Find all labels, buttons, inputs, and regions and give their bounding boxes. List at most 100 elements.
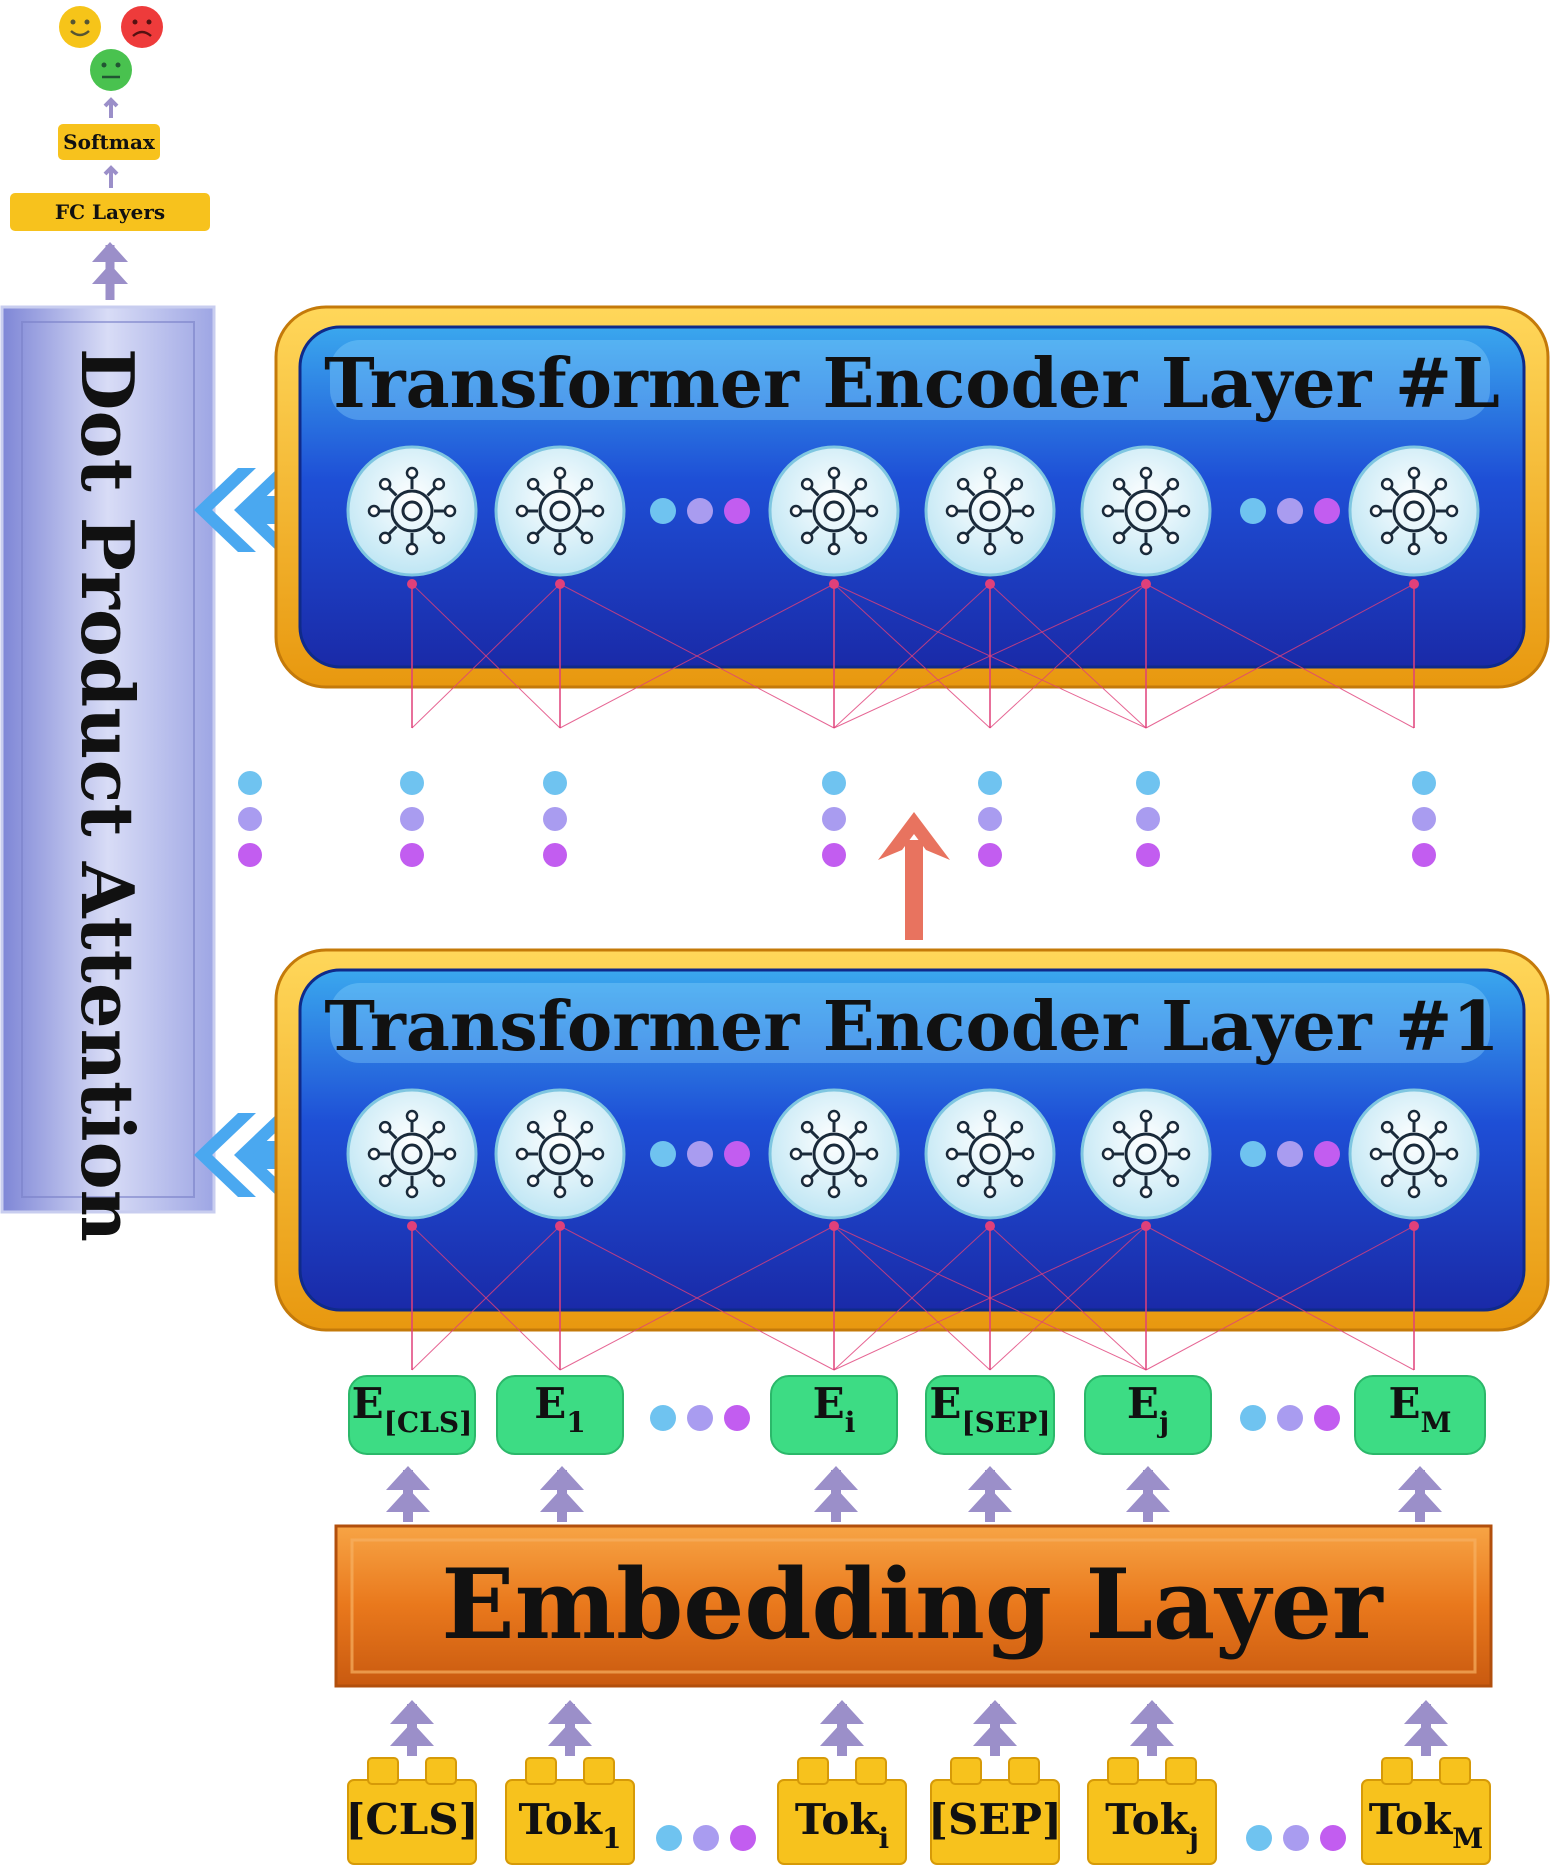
vertical-ellipsis: [1412, 771, 1436, 867]
token-ellipsis-dots: [1246, 1825, 1346, 1851]
neural-node-icon: [346, 1088, 478, 1220]
neural-node-icon: [1348, 1088, 1480, 1220]
embedding-label: E1: [534, 1379, 586, 1439]
connection-line: [989, 1225, 1147, 1371]
embedding-box: E[SEP]: [925, 1375, 1055, 1455]
layer-ellipsis-dots: [238, 771, 1436, 867]
embedding-label: E[SEP]: [929, 1379, 1050, 1439]
vertical-ellipsis: [400, 771, 424, 867]
ellipsis-dot: [656, 1825, 682, 1851]
attention-connections-top: [407, 579, 1419, 729]
neural-node-icon: [346, 445, 478, 577]
token-box: [CLS]: [345, 1757, 479, 1865]
arrow-up-icon: [1398, 1466, 1442, 1522]
token-label: Tokj: [1105, 1795, 1199, 1855]
sentiment-emoji-group: [59, 6, 163, 91]
arrow-up-red: [878, 812, 950, 940]
connection-line: [833, 1225, 1147, 1371]
neural-node-icon: [1080, 1088, 1212, 1220]
arrows-to-embedding-layer: [390, 1700, 1448, 1756]
embedding-ellipsis-dots: [1240, 1405, 1340, 1431]
softmax-box: Softmax: [58, 124, 160, 160]
fc-layers-box: FC Layers: [10, 193, 210, 231]
attention-connections-bottom: [407, 1221, 1419, 1371]
ellipsis-dot: [724, 1405, 750, 1431]
ellipsis-dot: [724, 1141, 750, 1167]
ellipsis-dot: [1314, 1405, 1340, 1431]
encoder-layer-title: Transformer Encoder Layer #1: [324, 987, 1499, 1067]
embedding-label: E[CLS]: [352, 1379, 473, 1439]
vertical-ellipsis: [822, 771, 846, 867]
ellipsis-dot: [822, 807, 846, 831]
ellipsis-dot: [822, 843, 846, 867]
vertical-ellipsis: [238, 771, 262, 867]
transformer-encoder-layer-1: Transformer Encoder Layer #1: [274, 948, 1550, 1332]
connection-line: [411, 583, 561, 729]
token-label: Toki: [795, 1795, 889, 1855]
arrow-up-icon: [540, 1466, 584, 1522]
ellipsis-dot: [1240, 498, 1266, 524]
ellipsis-dot: [1412, 807, 1436, 831]
neural-node-icon: [1080, 445, 1212, 577]
arrow-up-icon: [973, 1700, 1017, 1756]
ellipsis-dot: [730, 1825, 756, 1851]
connection-line: [559, 1225, 835, 1371]
arrow-to-emoji: [103, 97, 119, 118]
connection-line: [1145, 1225, 1415, 1371]
neural-node-icon: [494, 445, 626, 577]
ellipsis-dot: [238, 771, 262, 795]
arrow-up-icon: [1404, 1700, 1448, 1756]
ellipsis-dot: [400, 807, 424, 831]
arrow-up-icon: [1130, 1700, 1174, 1756]
encoder-ellipsis-dots: [650, 1141, 750, 1167]
token-box: Toki: [777, 1757, 907, 1865]
arrows-to-embeddings: [386, 1466, 1442, 1522]
ellipsis-dot: [400, 843, 424, 867]
ellipsis-dot: [1136, 771, 1160, 795]
happy-emoji-icon: [59, 6, 101, 48]
ellipsis-dot: [1412, 771, 1436, 795]
dot-product-attention-panel: Dot Product Attention: [0, 305, 216, 1242]
ellipsis-dot: [238, 843, 262, 867]
neural-node-icon: [768, 1088, 900, 1220]
embedding-box: Ej: [1084, 1375, 1212, 1455]
ellipsis-dot: [650, 1141, 676, 1167]
ellipsis-dot: [1314, 1141, 1340, 1167]
ellipsis-dot: [1320, 1825, 1346, 1851]
embedding-label: EM: [1388, 1379, 1451, 1439]
vertical-ellipsis: [543, 771, 567, 867]
ellipsis-dot: [1314, 498, 1340, 524]
ellipsis-dot: [1240, 1141, 1266, 1167]
embedding-box: EM: [1354, 1375, 1486, 1455]
token-label: Tok1: [518, 1795, 621, 1855]
embedding-box: E[CLS]: [348, 1375, 476, 1455]
vertical-ellipsis: [978, 771, 1002, 867]
embedding-layer-box: Embedding Layer: [334, 1524, 1493, 1688]
ellipsis-dot: [1136, 807, 1160, 831]
ellipsis-dot: [1277, 498, 1303, 524]
encoder-layer-title: Transformer Encoder Layer #L: [324, 344, 1500, 424]
ellipsis-dot: [238, 807, 262, 831]
ellipsis-dot: [978, 771, 1002, 795]
ellipsis-dot: [822, 771, 846, 795]
connection-line: [1145, 583, 1415, 729]
token-box: [SEP]: [928, 1757, 1062, 1865]
connection-line: [833, 583, 991, 729]
arrow-up-icon: [390, 1700, 434, 1756]
encoder-ellipsis-dots: [1240, 498, 1340, 524]
embedding-ellipsis-dots: [650, 1405, 750, 1431]
neural-node-icon: [768, 445, 900, 577]
ellipsis-dot: [1136, 843, 1160, 867]
token-box: Tok1: [505, 1757, 635, 1865]
connection-line: [559, 583, 835, 729]
arrow-up-icon: [386, 1466, 430, 1522]
ellipsis-dot: [543, 807, 567, 831]
ellipsis-dot: [1277, 1141, 1303, 1167]
embedding-layer-label: Embedding Layer: [441, 1548, 1384, 1661]
ellipsis-dot: [1277, 1405, 1303, 1431]
ellipsis-dot: [650, 1405, 676, 1431]
transformer-encoder-layer-L: Transformer Encoder Layer #L: [274, 305, 1550, 689]
ellipsis-dot: [687, 1141, 713, 1167]
arrow-attention-to-fc: [92, 242, 128, 300]
